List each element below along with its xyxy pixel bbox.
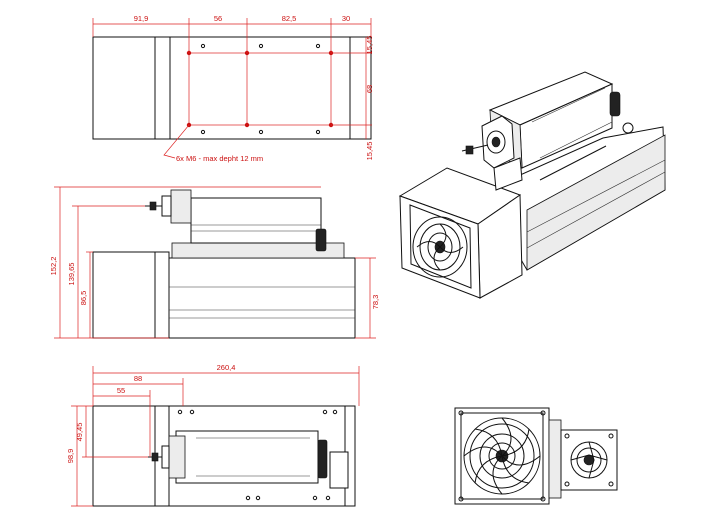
bottom-spindle-housing [175, 430, 319, 484]
bottom-dim-label-4: 49,45 [75, 423, 84, 442]
bottom-collet-nut [168, 435, 186, 479]
screw-hole [200, 43, 206, 49]
iso-fan-blades [416, 223, 464, 271]
top-view-body-outline [92, 36, 372, 140]
side-dim-label-1: 152,2 [49, 257, 58, 276]
screw-hole [258, 43, 264, 49]
bottom-dim-label-5: 98,9 [66, 449, 75, 464]
side-dim-label-2: 139,65 [67, 263, 76, 286]
top-dim-label-6: 68 [365, 85, 374, 93]
side-view: 152,2 139,65 86,5 78,3 [49, 186, 380, 339]
side-collet-nut [170, 189, 192, 224]
front-fan-blades [463, 417, 541, 495]
iso-fan-grille [409, 204, 472, 289]
top-dim-label-3: 82,5 [282, 14, 297, 23]
iso-fan-ring [412, 216, 468, 278]
mounting-pattern-rect [188, 52, 332, 126]
screw-hole [315, 43, 321, 49]
front-collet [583, 454, 595, 466]
side-lever [315, 228, 327, 252]
iso-collet [491, 136, 501, 148]
top-dim-label-2: 56 [214, 14, 222, 23]
top-view: 91,9 56 82,5 30 15,45 68 15,45 6x M6 - m… [92, 14, 374, 163]
isometric-view [398, 71, 666, 299]
bottom-dim-label-3: 55 [117, 386, 125, 395]
mounting-note: 6x M6 - max depht 12 mm [176, 154, 263, 163]
side-fan-block [92, 251, 170, 339]
top-dim-label-7: 15,45 [365, 142, 374, 161]
side-dim-label-4: 78,3 [371, 295, 380, 310]
screw-hole [315, 129, 321, 135]
bottom-lever [317, 439, 328, 479]
iso-bracket [493, 157, 523, 191]
side-dim-label-3: 86,5 [79, 291, 88, 306]
top-dim-label-5: 15,45 [365, 36, 374, 55]
top-dim-label-4: 30 [342, 14, 350, 23]
mounting-hole [244, 122, 250, 128]
side-body [168, 257, 356, 339]
front-view [454, 407, 618, 505]
note-leader [163, 124, 190, 159]
top-dim-label-1: 91,9 [134, 14, 149, 23]
bottom-view: 260,4 88 55 49,45 98,9 [66, 363, 360, 507]
screw-hole [258, 129, 264, 135]
iso-lever [609, 91, 621, 117]
screw-hole [200, 129, 206, 135]
iso-body-side [526, 134, 666, 271]
side-spindle-housing [190, 197, 322, 244]
bottom-dim-label-1: 260,4 [217, 363, 236, 372]
bottom-dim-label-2: 88 [134, 374, 142, 383]
